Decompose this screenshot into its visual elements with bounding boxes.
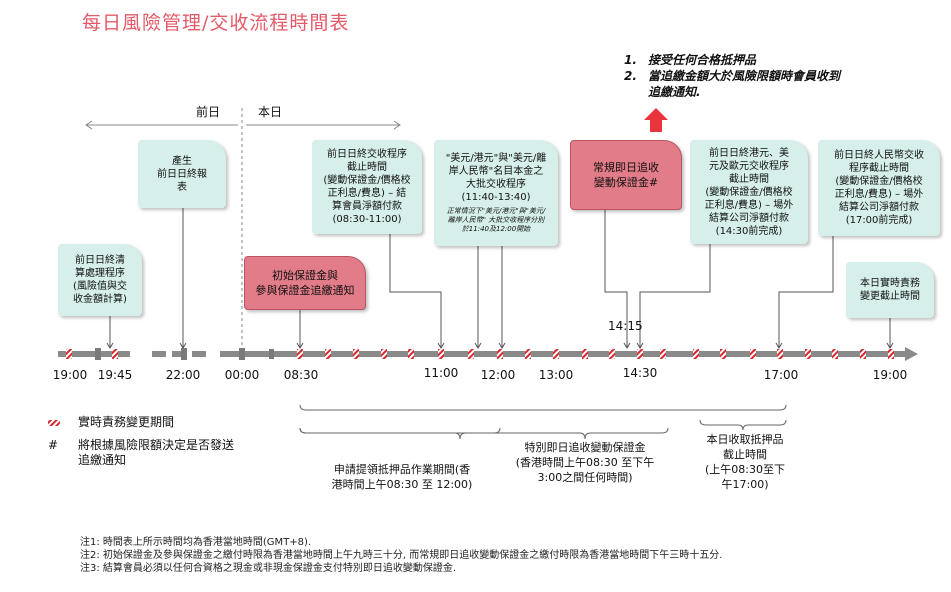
rmb-eod-settlement-box: 前日日終人民幣交收 程序截止時間 (變動保證金/價格校 正利息/費息) – 場外… (818, 140, 940, 236)
striped-segments (66, 349, 894, 359)
marker-1415-label: 14:15 (608, 319, 643, 333)
top-note-2: 2. 當追繳金額大於風險限額時會員收到 追繳通知. (624, 69, 841, 99)
report-generation-box: 產生 前日日終報 表 (138, 140, 226, 208)
top-notes: 1. 接受任何合格抵押品 2. 當追繳金額大於風險限額時會員收到 追繳通知. (624, 52, 840, 100)
usd-cnh-settlement-box: "美元/港元"與"美元/離 岸人民幣"名目本金之 大批交收程序 (11:40-1… (434, 140, 558, 246)
footnotes: 注1: 時間表上所示時間均為香港當地時間(GMT+8). 注2: 初始保證金及參… (80, 536, 722, 575)
footnote-1: 注1: 時間表上所示時間均為香港當地時間(GMT+8). (80, 537, 312, 548)
up-arrow-icon (644, 108, 668, 132)
tick-label: 17:00 (763, 368, 799, 382)
top-note-1: 1. 接受任何合格抵押品 (624, 53, 757, 67)
footnote-2: 注2: 初始保證金及參與保證金之繳付時限為香港當地時間上午九時三十分, 而常規即… (80, 550, 723, 561)
legend-striped-label: 實時責務變更期間 (78, 415, 175, 429)
connector-lines (106, 208, 894, 349)
initial-margin-box: 初始保證金與 參與保證金追繳通知 (244, 256, 366, 310)
collateral-cutoff-label: 本日收取抵押品 截止時間 (上午08:30至下 午17:00) (705, 433, 785, 491)
intraday-vm-box: 常規即日追收 變動保證金# (570, 140, 682, 210)
novation-cutoff-box: 本日實時責務 變更截止時間 (846, 262, 934, 318)
usd-cnh-note-text: 正常情況下"美元/港元"與"美元/ 離岸人民幣" 大批交收程序分別 於11:40… (446, 207, 546, 233)
usd-cnh-main-text: "美元/港元"與"美元/離 岸人民幣"名目本金之 大批交收程序 (11:40-1… (445, 153, 547, 203)
eod-settlement-box: 前日日終交收程序 截止時間 (變動保證金/價格校 正利息/費息) – 結 算會員… (312, 140, 422, 234)
tick-label: 19:45 (97, 368, 133, 382)
hkd-eod-settlement-box: 前日日終港元、美 元及歐元交收程序 截止時間 (變動保證金/價格校 正利息/費息… (690, 140, 808, 244)
tick-label: 19:00 (872, 368, 908, 382)
tick-label: 08:30 (283, 368, 319, 382)
tick-label: 00:00 (224, 368, 260, 382)
tick-label: 11:00 (423, 366, 459, 380)
brackets (299, 404, 787, 440)
legend-hash-symbol: # (48, 438, 59, 452)
current-day-label: 本日 (258, 105, 283, 119)
tick-label: 22:00 (165, 368, 201, 382)
legend-hash-label: 將根據風險限額決定是否發送 追繳通知 (78, 438, 235, 467)
prev-day-label: 前日 (196, 105, 221, 119)
tick-label: 13:00 (538, 368, 574, 382)
special-intraday-label: 特別即日追收變動保證金 (香港時間上午08:30 至下午 3:00之間任何時間) (515, 441, 655, 484)
tick-label: 14:30 (622, 366, 658, 380)
legend-striped-swatch (48, 420, 60, 426)
clearing-process-box: 前日日終清 算處理程序 (風險值與交 收金額計算) (58, 244, 142, 316)
tick-marks (95, 348, 274, 360)
collateral-withdrawal-label: 申請提領抵押品作業期間(香 港時間上午08:30 至 12:00) (331, 463, 473, 491)
day-arrows (85, 120, 401, 130)
page-title: 每日風險管理/交收流程時間表 (82, 12, 350, 34)
tick-label: 19:00 (52, 368, 88, 382)
footnote-3: 注3: 結算會員必須以任何合資格之現金或非現金保證金支付特別即日追收變動保證金. (80, 563, 457, 574)
tick-label: 12:00 (480, 368, 516, 382)
